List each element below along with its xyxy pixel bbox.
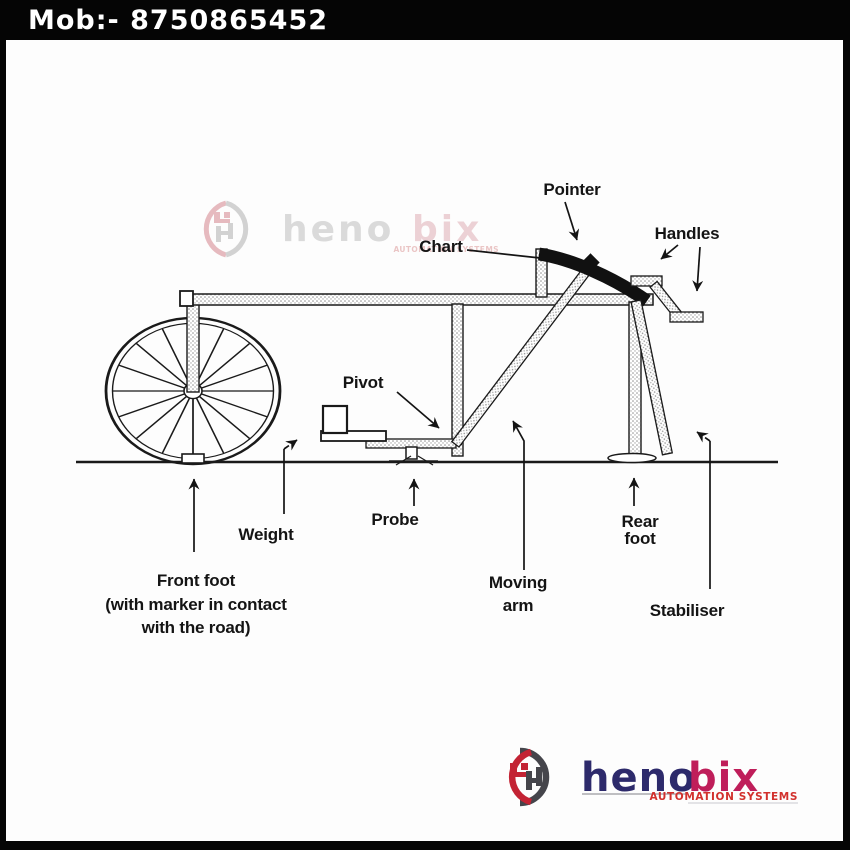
- probe-assembly: [389, 446, 438, 466]
- label-rear-foot-line2: foot: [624, 529, 656, 548]
- logo-monogram: [510, 763, 542, 790]
- front-foot-marker: [181, 453, 205, 464]
- stabiliser-bar: [630, 299, 674, 456]
- label-pivot: Pivot: [343, 373, 384, 392]
- label-handles: Handles: [655, 224, 720, 243]
- pointer-marker: [581, 253, 600, 272]
- label-rear-foot: Rear foot: [621, 512, 659, 548]
- moving-arm-bar: [450, 263, 594, 448]
- label-weight: Weight: [238, 525, 294, 544]
- label-rear-foot-line1: Rear: [621, 512, 659, 531]
- watermark-brand-part1: heno: [282, 209, 394, 250]
- brand-name-part2: bix: [688, 755, 759, 801]
- weight-arrow: [283, 439, 298, 451]
- diagram-canvas: heno bix AUTOMATION SYSTEMS: [6, 40, 843, 841]
- chart-leader: [466, 249, 541, 259]
- stabiliser-arrow: [696, 431, 711, 443]
- label-front-foot-line2: (with marker in contact: [105, 595, 287, 614]
- label-front-foot: Front foot (with marker in contact with …: [105, 571, 287, 637]
- moving-arm-arrow: [512, 420, 525, 570]
- label-moving-arm-line2: arm: [503, 596, 534, 615]
- label-probe: Probe: [371, 510, 418, 529]
- label-pointer: Pointer: [543, 180, 601, 199]
- pivot-arrow: [396, 391, 440, 429]
- beam-end-cap: [179, 290, 194, 307]
- header-bar: Mob:- 8750865452: [0, 0, 850, 40]
- pivot-post: [451, 303, 464, 457]
- pointer-arrow: [564, 201, 580, 241]
- merlin-diagram-svg: heno bix AUTOMATION SYSTEMS: [76, 180, 799, 807]
- watermark-gray-arc: [225, 200, 249, 258]
- handles-assembly: [630, 275, 704, 323]
- label-front-foot-line1: Front foot: [157, 571, 236, 590]
- label-moving-arm: Moving arm: [489, 573, 547, 615]
- brand-tagline: AUTOMATION SYSTEMS: [650, 791, 799, 803]
- watermark-tagline: AUTOMATION SYSTEMS: [393, 245, 499, 254]
- handles-arrow-2: [692, 246, 704, 292]
- rear-foot-plate: [607, 452, 657, 464]
- leader-lines: [188, 201, 711, 589]
- watermark-red-arc: [203, 200, 227, 258]
- handles-arrow-1: [660, 244, 679, 260]
- chart-band: [537, 247, 651, 307]
- watermark-monogram: [214, 212, 233, 242]
- label-front-foot-line3: with the road): [141, 618, 251, 637]
- label-chart: Chart: [419, 237, 463, 256]
- brand-name-part1: heno: [581, 755, 697, 801]
- weight-block: [320, 404, 387, 442]
- watermark-logo: heno bix AUTOMATION SYSTEMS: [203, 200, 499, 258]
- mobile-number: Mob:- 8750865452: [28, 4, 329, 36]
- label-moving-arm-line1: Moving: [489, 573, 547, 592]
- footer-logo: heno bix AUTOMATION SYSTEMS: [508, 747, 799, 807]
- watermark-brand-part2: bix: [412, 209, 482, 250]
- front-fork: [186, 295, 200, 393]
- label-stabiliser: Stabiliser: [650, 601, 725, 620]
- main-beam: [182, 293, 654, 306]
